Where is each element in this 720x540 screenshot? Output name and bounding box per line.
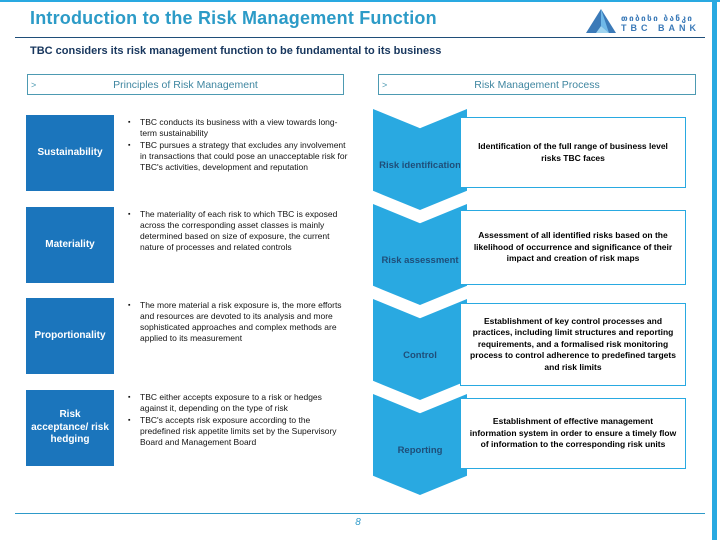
bullet-marker: ▪ [128, 142, 131, 150]
logo-georgian-text: თიბისი ბანკი [621, 14, 694, 24]
process-step-box-risk-assessment: Assessment of all identified risks based… [460, 210, 686, 285]
bullet-item: ▪ TBC pursues a strategy that excludes a… [128, 140, 348, 173]
right-column-header-label: Risk Management Process [474, 78, 600, 91]
bullet-marker: ▪ [128, 302, 131, 309]
principle-box-materiality: Materiality [26, 207, 114, 283]
process-step-description: Establishment of key control processes a… [470, 315, 676, 372]
bullet-marker: ▪ [128, 394, 131, 401]
process-chevron-control: Control [373, 299, 467, 400]
right-column-header: > Risk Management Process [378, 74, 696, 95]
bullet-item: ▪ The materiality of each risk to which … [128, 209, 348, 253]
bullet-text: TBC either accepts exposure to a risk or… [140, 392, 322, 414]
page-title: Introduction to the Risk Management Func… [30, 8, 437, 28]
bullet-item: ▪ The more material a risk exposure is, … [128, 300, 348, 344]
process-step-label: Risk assessment [381, 254, 459, 266]
principle-label: Materiality [45, 238, 95, 250]
right-header-chevron-marker: > [382, 79, 388, 90]
principle-box-risk-acceptance: Risk acceptance/ risk hedging [26, 390, 114, 466]
bullet-marker: ▪ [128, 119, 131, 126]
bullet-item: ▪ TBC's accepts risk exposure according … [128, 415, 348, 448]
process-step-box-risk-identification: Identification of the full range of busi… [460, 117, 686, 188]
process-step-label: Reporting [397, 444, 443, 456]
principle-bullets-materiality: ▪ The materiality of each risk to which … [128, 209, 348, 254]
principle-bullets-risk-acceptance: ▪ TBC either accepts exposure to a risk … [128, 392, 348, 449]
process-chevron-reporting: Reporting [373, 394, 467, 495]
slide-right-accent-stripe [712, 0, 717, 540]
logo-latin-text: TBC BANK [621, 23, 700, 34]
bullet-text: TBC's accepts risk exposure according to… [140, 415, 337, 448]
bullet-text: TBC pursues a strategy that excludes any… [140, 140, 348, 173]
footer-divider-line [15, 513, 705, 514]
principle-box-sustainability: Sustainability [26, 115, 114, 191]
left-column-header-label: Principles of Risk Management [113, 78, 258, 91]
slide-top-border [0, 0, 720, 2]
process-step-label: Risk identification [379, 159, 461, 171]
process-step-label: Control [403, 349, 437, 361]
principle-label: Risk acceptance/ risk hedging [31, 409, 109, 446]
bullet-marker: ▪ [128, 211, 131, 218]
slide-subtitle: TBC considers its risk management functi… [30, 45, 442, 57]
bullet-text: The more material a risk exposure is, th… [140, 300, 342, 344]
header-divider-line [15, 37, 705, 38]
process-chevron-risk-assessment: Risk assessment [373, 204, 467, 305]
process-step-description: Establishment of effective management in… [469, 416, 677, 450]
tbc-logo-triangle-icon [586, 9, 616, 39]
bullet-item: ▪ TBC either accepts exposure to a risk … [128, 392, 348, 414]
bullet-text: The materiality of each risk to which TB… [140, 209, 338, 253]
bullet-marker: ▪ [128, 417, 131, 425]
principle-label: Sustainability [37, 146, 103, 158]
process-step-box-control: Establishment of key control processes a… [460, 303, 686, 386]
page-number: 8 [355, 517, 361, 528]
process-step-box-reporting: Establishment of effective management in… [460, 398, 686, 469]
principle-label: Proportionality [34, 329, 106, 341]
bullet-text: TBC conducts its business with a view to… [140, 117, 338, 139]
principle-bullets-proportionality: ▪ The more material a risk exposure is, … [128, 300, 348, 345]
principle-box-proportionality: Proportionality [26, 298, 114, 374]
tbc-logo-wordmark: თიბისი ბანკი TBC BANK [621, 14, 700, 34]
principle-bullets-sustainability: ▪ TBC conducts its business with a view … [128, 117, 348, 174]
process-chevron-risk-identification: Risk identification [373, 109, 467, 210]
tbc-bank-logo: თიბისი ბანკი TBC BANK [586, 9, 700, 39]
process-step-description: Identification of the full range of busi… [478, 141, 668, 163]
left-column-header: > Principles of Risk Management [27, 74, 344, 95]
bullet-item: ▪ TBC conducts its business with a view … [128, 117, 348, 139]
process-step-description: Assessment of all identified risks based… [473, 230, 673, 264]
left-header-chevron-marker: > [31, 79, 37, 90]
